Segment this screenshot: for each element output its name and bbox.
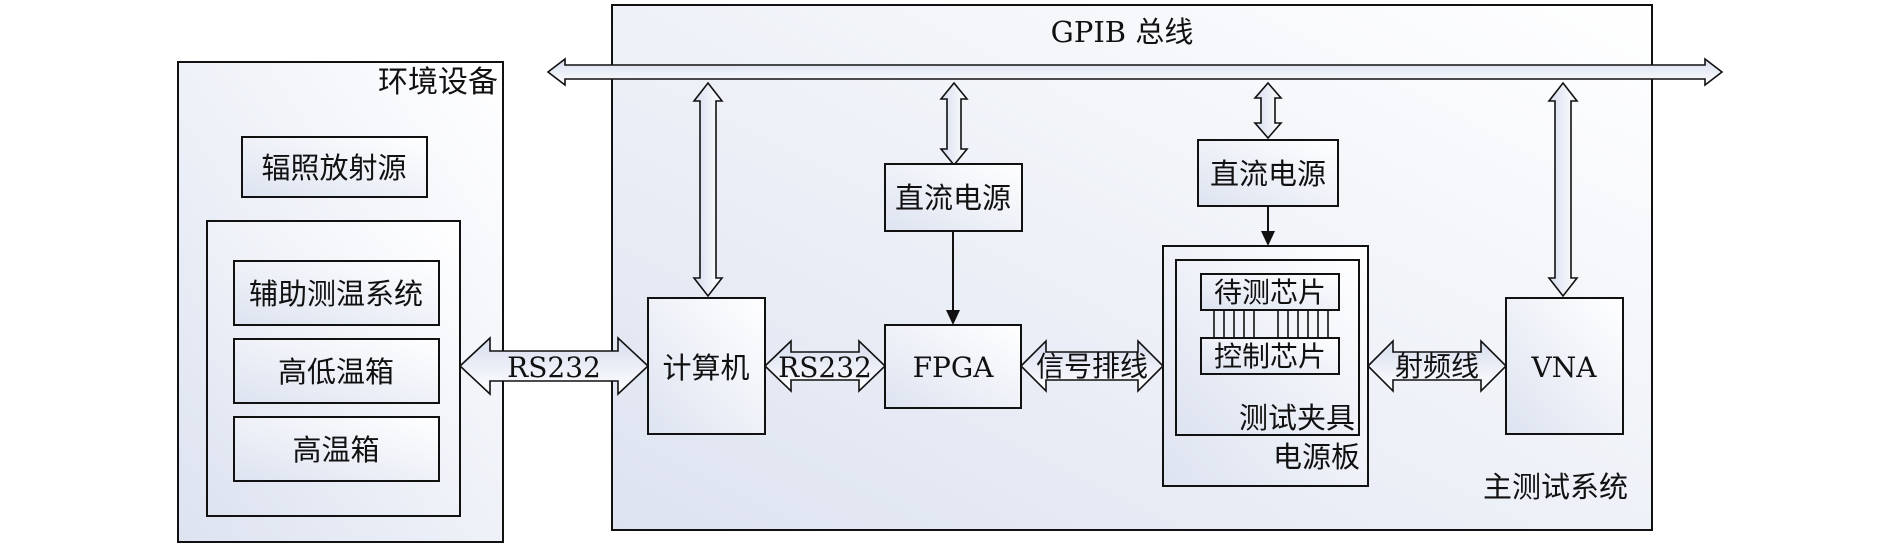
rs232-computer-fpga-arrow [763,339,887,393]
gpib-bus-arrow [546,57,1724,87]
rs232-computer-fpga-label: RS232 [778,351,872,384]
radiation-source-label: 辐照放射源 [261,151,406,185]
high-low-temp-box [233,338,440,404]
dc-power-1-box [884,163,1023,232]
bus-computer-arrow [692,81,724,298]
high-temp-label: 高温箱 [292,433,379,467]
main-system-panel [611,4,1653,531]
bus-vna-arrow [1547,81,1579,298]
chip-pin-lines [1213,310,1329,338]
aux-temp-system-box [233,260,440,326]
power-board-label: 电源板 [1273,440,1360,474]
control-chip-label: 控制芯片 [1214,340,1326,373]
main-system-title: 主测试系统 [1483,470,1628,504]
computer-label: 计算机 [662,351,749,385]
dc-power-2-box [1197,139,1339,207]
bus-dc-power-2-arrow [1253,81,1283,140]
gpib-bus-label: GPIB 总线 [1051,15,1194,49]
control-chip-box [1200,337,1340,375]
chip-under-test-label: 待测芯片 [1214,276,1326,309]
dc-power-1-label: 直流电源 [895,181,1011,215]
computer-box [647,297,766,435]
rf-cable-arrow [1366,339,1508,393]
rs232-env-computer-arrow [458,336,650,396]
rf-cable-label: 射频线 [1395,350,1479,383]
dc-power-2-label: 直流电源 [1210,157,1326,191]
signal-cable-arrow [1019,339,1165,393]
environment-title: 环境设备 [378,65,498,100]
test-fixture-label: 测试夹具 [1239,401,1355,435]
aux-temp-system-label: 辅助测温系统 [249,277,423,311]
high-low-temp-label: 高低温箱 [278,355,394,389]
high-temp-box [233,416,440,482]
vna-box [1505,297,1624,435]
fpga-label: FPGA [913,351,995,384]
radiation-source-box [241,136,428,198]
chip-under-test-box [1200,273,1340,311]
dc-power-1-to-fpga-arrowhead [946,310,960,325]
vna-label: VNA [1531,351,1598,384]
rs232-env-computer-label: RS232 [507,351,601,384]
signal-cable-label: 信号排线 [1036,350,1148,383]
dc-power-2-to-board-arrowhead [1261,231,1275,246]
